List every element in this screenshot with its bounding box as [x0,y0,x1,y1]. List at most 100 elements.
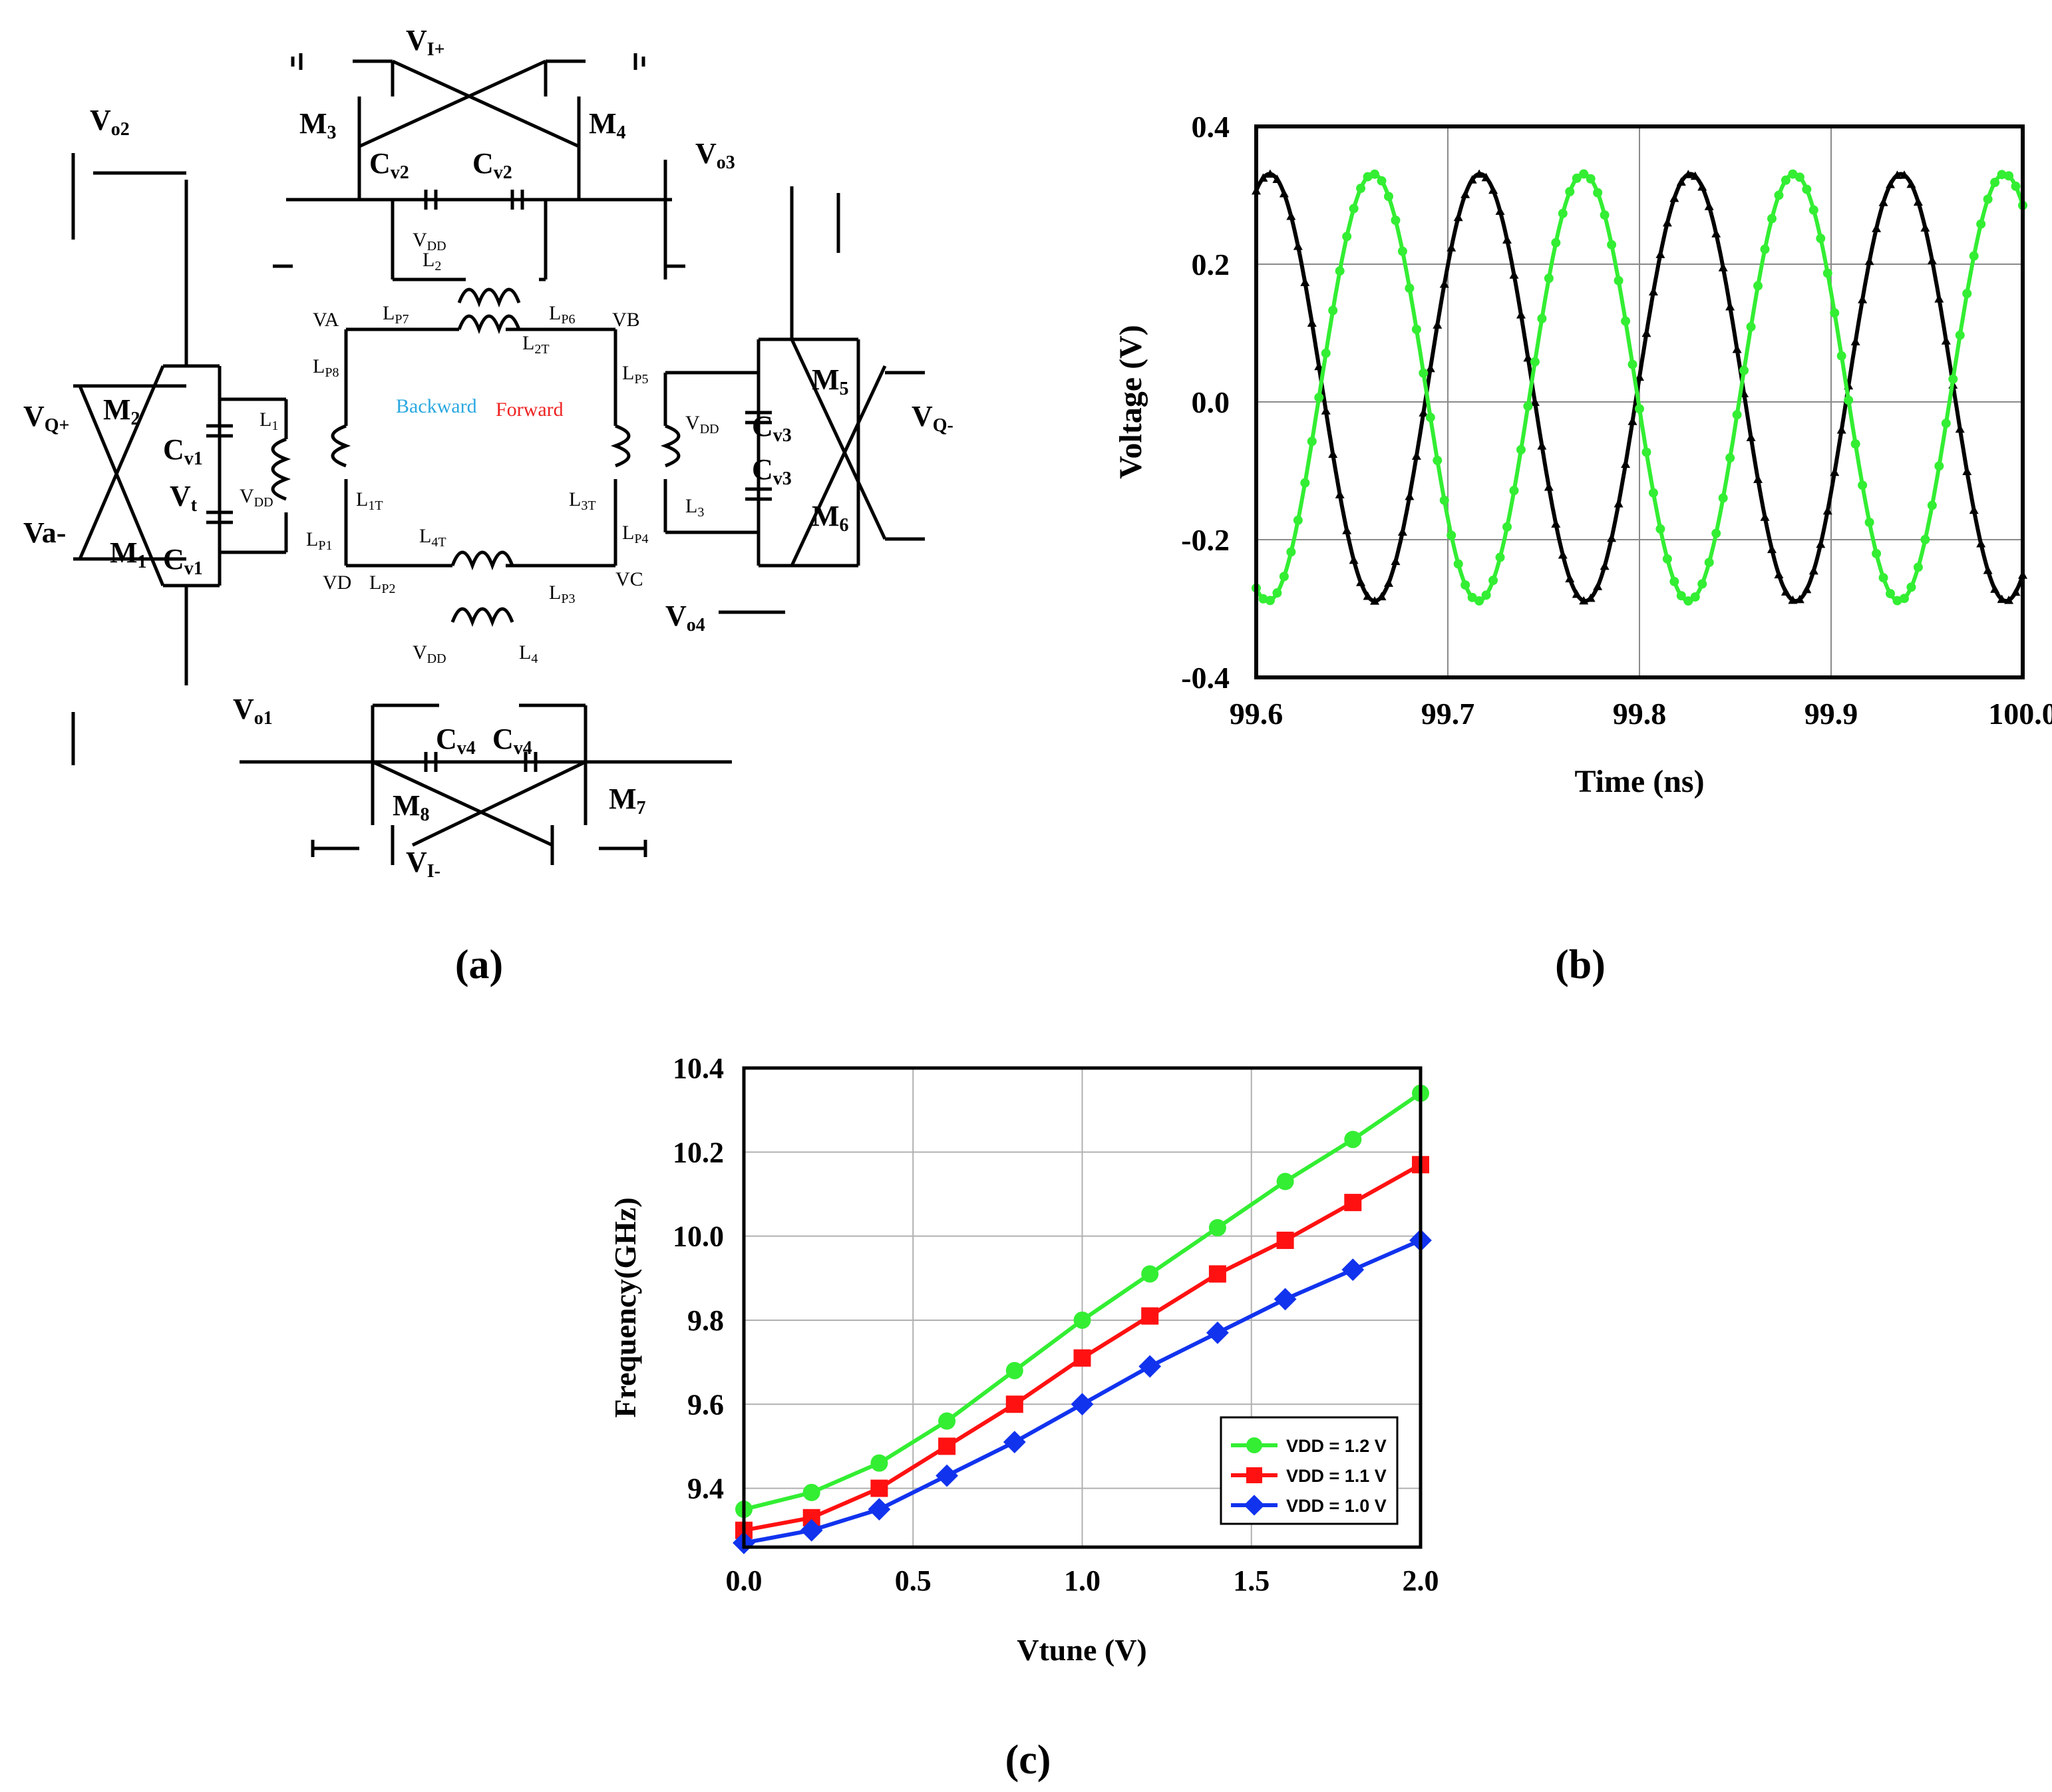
x-tick-label: 0.0 [726,1564,763,1597]
series-point-0 [1899,170,1909,179]
vo1-label: Vo1 [233,693,273,729]
legend-label-0: VDD = 1.2 V [1286,1436,1387,1456]
series-point-0 [1669,193,1679,202]
series-point-2 [1206,1321,1229,1344]
series-point-2 [1341,1258,1365,1282]
l1-label: L1 [259,409,278,433]
node-vb: VB [612,309,640,331]
series-point-1 [1627,359,1637,369]
series-point-1 [1990,178,2000,188]
series-point-0 [1746,433,1756,442]
series-point-0 [1600,561,1610,570]
series-point-1 [1718,493,1728,503]
series-point-0 [1530,397,1540,406]
legend-marker-0 [1246,1437,1262,1453]
series-point-1 [1753,281,1763,291]
series-point-0 [1349,555,1359,564]
series-point-1 [1005,1395,1023,1413]
series-point-0 [1955,424,1965,433]
chart-b-xlabel: Time (ns) [1574,764,1704,799]
cv4-right-label: Cv4 [492,723,532,759]
series-point-0 [1344,1131,1362,1149]
y-tick-label: 0.2 [1192,248,1230,281]
series-point-0 [1683,170,1693,178]
chart-c-yticks: 10.410.210.09.89.69.4 [673,1052,724,1505]
series-point-0 [1300,277,1310,286]
series-point-0 [1342,526,1352,534]
m8-label: M8 [393,789,430,825]
series-point-2 [868,1498,891,1521]
series-point-0 [1293,242,1303,250]
series-point-0 [1419,408,1429,417]
series-point-0 [1272,174,1282,184]
lp2-label: LP2 [369,572,395,596]
series-point-1 [1781,175,1791,185]
series-point-0 [1405,491,1415,500]
series-point-1 [1419,368,1429,378]
series-point-0 [1788,595,1798,604]
vq-plus-label: VQ+ [23,400,70,436]
series-point-1 [1836,351,1846,361]
series-point-1 [1335,266,1345,276]
series-point-1 [1495,552,1505,562]
series-point-1 [1739,365,1749,375]
x-tick-label: 1.5 [1233,1564,1270,1597]
cv1-top-label: Cv1 [163,433,203,469]
series-point-1 [1544,273,1554,283]
series-point-1 [1711,528,1721,538]
series-point-1 [1878,573,1888,583]
series-point-1 [1844,395,1854,405]
series-point-1 [1858,480,1868,490]
series-point-0 [1822,506,1832,515]
y-tick-label: 10.4 [673,1052,724,1085]
series-point-2 [1071,1393,1094,1416]
series-point-0 [1732,344,1742,353]
series-point-0 [1697,182,1707,191]
series-point-1 [1816,234,1826,244]
series-point-0 [1005,1361,1023,1379]
series-point-0 [1377,592,1387,601]
series-point-1 [1934,461,1944,471]
series-point-0 [1886,180,1896,188]
lp4-label: LP4 [622,522,648,546]
series-point-0 [1411,451,1421,460]
series-point-0 [1537,441,1547,450]
series-point-0 [1356,578,1366,586]
series-point-0 [1718,263,1728,271]
series-point-0 [1579,596,1589,605]
series-point-1 [870,1479,888,1497]
vo4-label: Vo4 [665,600,705,635]
series-point-1 [1509,486,1519,496]
series-point-1 [1342,232,1352,242]
series-point-1 [1344,1194,1362,1212]
m5-label: M5 [812,363,849,399]
series-point-1 [1467,592,1477,602]
lp7-label: LP7 [383,302,409,327]
l2-label: L2 [423,249,441,273]
series-point-2 [1003,1431,1026,1454]
series-point-1 [1662,554,1672,564]
series-point-0 [1627,417,1637,425]
y-tick-label: 10.2 [673,1136,724,1168]
l3t-label: L3T [569,488,596,513]
series-point-1 [1913,562,1923,572]
series-point-1 [1704,558,1714,568]
series-point-0 [802,1483,820,1501]
m2-label: M2 [103,393,140,429]
series-point-1 [1872,548,1882,558]
y-tick-label: 9.8 [687,1304,724,1337]
series-point-0 [1453,212,1463,222]
series-point-0 [1941,336,1951,345]
chart-b-ylabel: Voltage (V) [1113,325,1148,479]
series-point-2 [1138,1355,1162,1378]
series-point-1 [1635,404,1644,414]
series-point-1 [1265,596,1275,606]
series-point-1 [1293,515,1303,525]
series-point-0 [1397,527,1407,536]
cv3-bottom-label: Cv3 [752,453,792,489]
series-point-1 [1321,348,1331,358]
node-vd: VD [323,572,351,594]
series-point-0 [1551,519,1561,528]
series-point-0 [1767,544,1777,554]
